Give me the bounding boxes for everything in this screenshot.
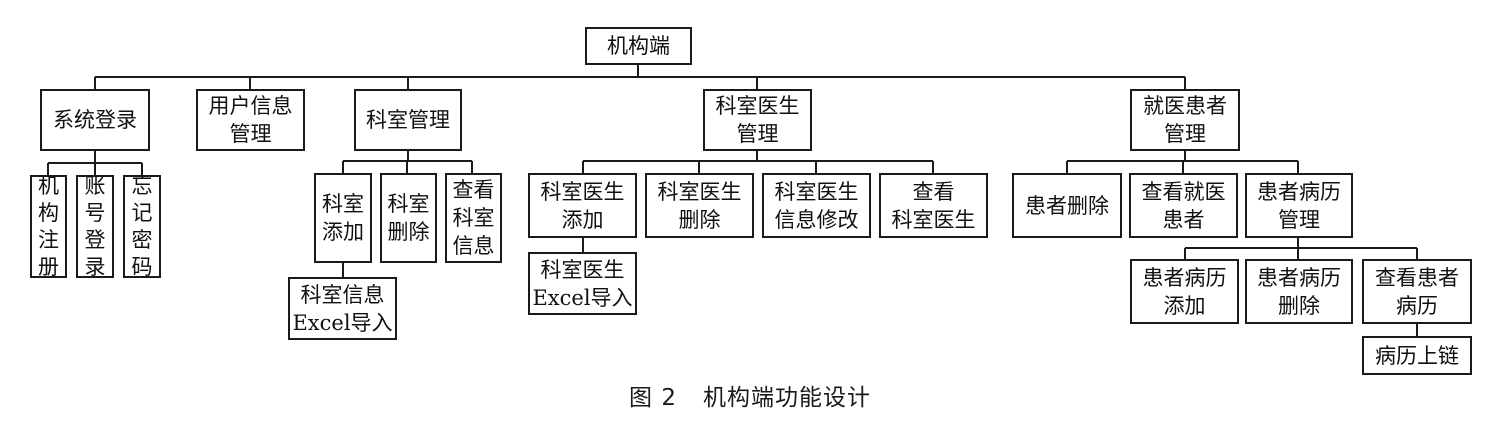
node-patient-delete: 患者删除 bbox=[1012, 173, 1122, 238]
node-doctor-edit: 科室医生 信息修改 bbox=[762, 173, 871, 238]
node-doctor-view: 查看 科室医生 bbox=[879, 173, 988, 238]
node-patient-view: 查看就医 患者 bbox=[1129, 173, 1238, 238]
node-doctor-delete: 科室医生 删除 bbox=[645, 173, 754, 238]
root-node: 机构端 bbox=[585, 27, 692, 65]
node-doctor-add: 科室医生 添加 bbox=[528, 173, 637, 238]
node-dept-excel: 科室信息 Excel导入 bbox=[288, 277, 397, 340]
node-dept-mgmt: 科室管理 bbox=[354, 89, 462, 151]
figure-title: 机构端功能设计 bbox=[702, 385, 871, 411]
node-login-register: 机 构 注 册 bbox=[30, 174, 67, 279]
node-record-mgmt: 患者病历 管理 bbox=[1245, 173, 1353, 238]
node-record-chain: 病历上链 bbox=[1362, 336, 1472, 375]
node-doctor-excel: 科室医生 Excel导入 bbox=[528, 252, 637, 315]
node-record-view: 查看患者 病历 bbox=[1362, 259, 1472, 324]
node-dept-add: 科室 添加 bbox=[314, 173, 372, 263]
node-dept-delete: 科室 删除 bbox=[380, 173, 437, 263]
node-login-forgot: 忘 记 密 码 bbox=[123, 174, 161, 279]
node-patient-mgmt: 就医患者 管理 bbox=[1130, 89, 1240, 151]
node-doctor-mgmt: 科室医生 管理 bbox=[703, 89, 812, 151]
node-record-delete: 患者病历 删除 bbox=[1245, 259, 1353, 324]
figure-caption: 图 2 机构端功能设计 bbox=[0, 382, 1500, 414]
node-dept-view: 查看 科室 信息 bbox=[445, 173, 502, 263]
node-login: 系统登录 bbox=[40, 89, 150, 151]
node-login-account: 账 号 登 录 bbox=[76, 174, 114, 279]
node-user-info: 用户信息 管理 bbox=[196, 89, 305, 151]
node-record-add: 患者病历 添加 bbox=[1130, 259, 1239, 324]
figure-number: 图 2 bbox=[629, 385, 677, 411]
